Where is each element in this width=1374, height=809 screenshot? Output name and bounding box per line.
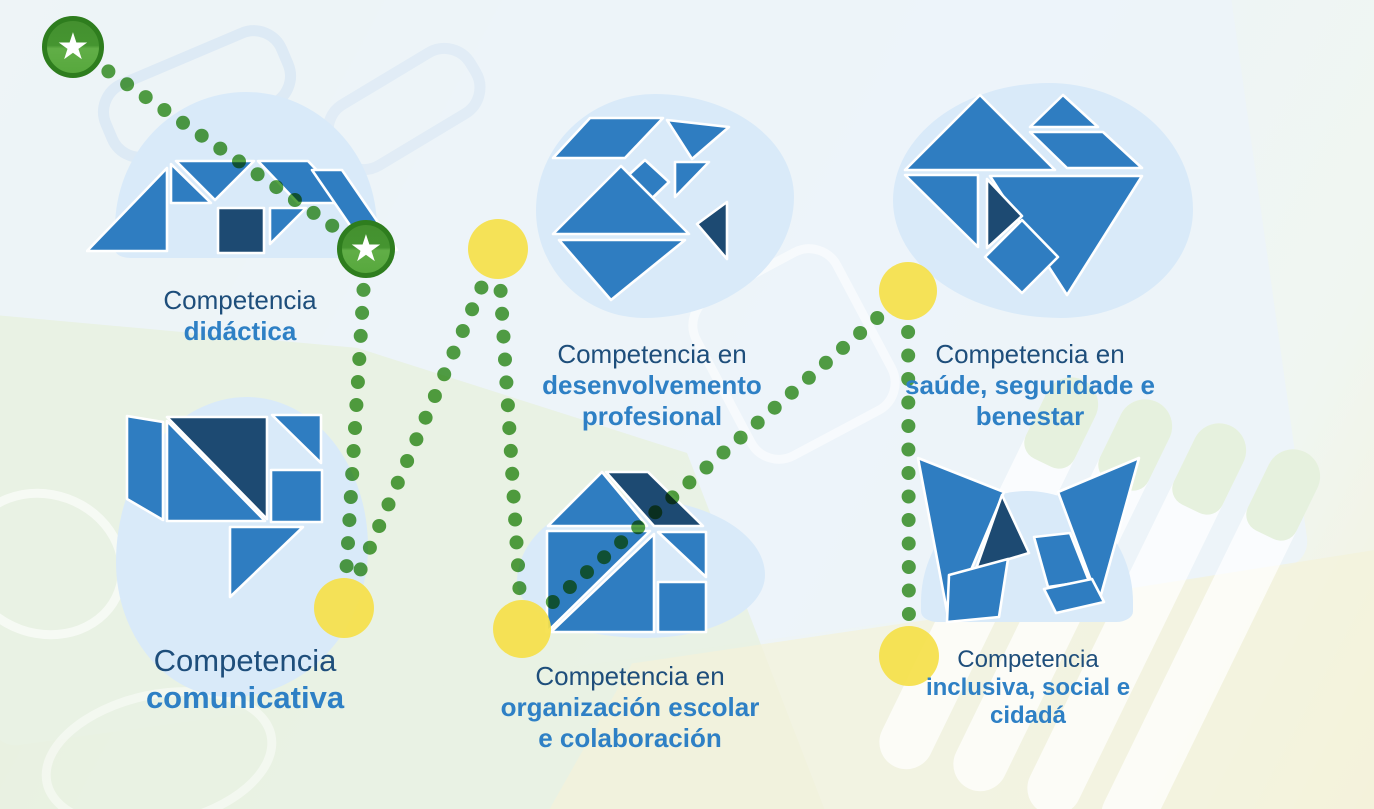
label-prefix: Competencia — [957, 646, 1099, 673]
label-bold-line: desenvolvemento — [542, 370, 762, 400]
label-didactica: Competencia didáctica — [163, 285, 316, 347]
tangram-heart-icon — [898, 88, 1188, 303]
label-organizacion: Competencia en organización escolar e co… — [501, 661, 760, 754]
saude-waypoint — [879, 262, 937, 320]
label-bold-line: comunicativa — [145, 680, 345, 715]
label-bold-line: benestar — [975, 401, 1085, 431]
label-bold-line: profesional — [581, 401, 723, 431]
comunicativa-waypoint — [314, 578, 374, 638]
didactica-star-badge: ★ — [337, 220, 395, 278]
tangram-speech-bubble-icon — [125, 413, 325, 603]
label-prefix: Competencia — [153, 643, 337, 678]
label-comunicativa: Competencia comunicativa — [146, 642, 344, 716]
label-prefix: Competencia — [163, 285, 317, 315]
label-prefix: Competencia en — [535, 661, 725, 691]
label-desenvolvemento: Competencia en desenvolvemento profesion… — [542, 339, 762, 432]
label-prefix: Competencia en — [935, 339, 1125, 369]
inclusiva-waypoint — [879, 626, 939, 686]
label-bold-line: e colaboración — [538, 723, 722, 753]
label-bold-line: cidadá — [989, 702, 1067, 729]
tangram-house-icon — [545, 462, 760, 637]
tangram-fish-icon — [545, 112, 770, 302]
tangram-arch-icon — [86, 156, 401, 256]
label-bold-line: didáctica — [183, 316, 297, 346]
desenvolvemento-waypoint — [468, 219, 528, 279]
organizacion-waypoint — [493, 600, 551, 658]
star-icon: ★ — [349, 227, 383, 269]
start-star-badge: ★ — [42, 16, 104, 78]
label-bold-line: organización escolar — [500, 692, 760, 722]
star-icon: ★ — [56, 25, 90, 67]
label-bold-line: saúde, seguridade e — [905, 370, 1155, 400]
tangram-butterfly-icon — [912, 455, 1147, 630]
label-inclusiva: Competencia inclusiva, social e cidadá — [926, 646, 1130, 730]
label-bold-line: inclusiva, social e — [925, 674, 1131, 701]
label-prefix: Competencia en — [557, 339, 747, 369]
label-saude: Competencia en saúde, seguridade e benes… — [905, 339, 1155, 432]
